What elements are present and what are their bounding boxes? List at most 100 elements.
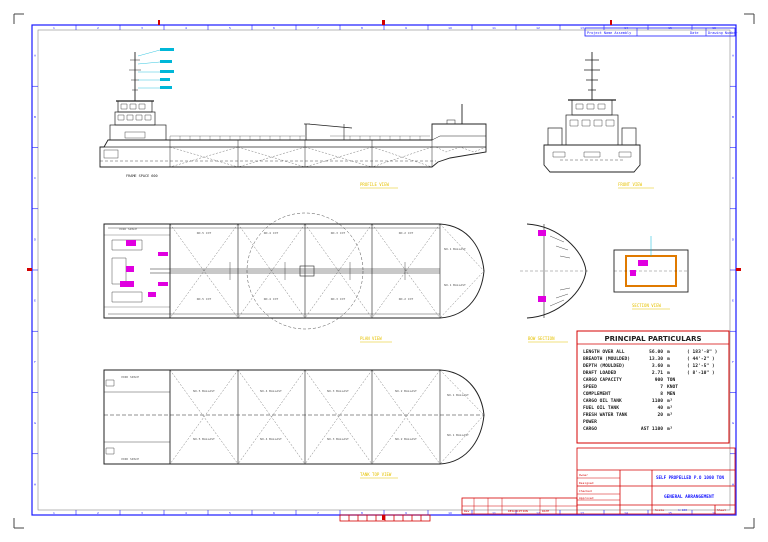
cargo-tank-label: NO.4 COT xyxy=(264,231,279,235)
cargo-tank-label: NO.5 COT xyxy=(197,231,212,235)
particular-label: CARGO OIL TANK xyxy=(583,398,622,404)
crop-marks xyxy=(13,13,755,529)
border-number-top: 8 xyxy=(361,26,363,30)
ballast-tank-label: NO.5 BALLAST xyxy=(193,389,215,393)
void-space-label: VOID SPACE xyxy=(121,375,139,379)
ballast-tank-label: NO.2 BALLAST xyxy=(395,389,417,393)
border-number-top: 7 xyxy=(317,26,319,30)
border-letter-right: D xyxy=(732,237,735,241)
particular-value: 900 xyxy=(655,377,664,383)
particular-label: LENGTH OVER ALL xyxy=(583,349,625,355)
ballast-tank-label: NO.1 BALLAST xyxy=(447,393,469,397)
section-view xyxy=(613,236,689,293)
border-number-bottom: 13 xyxy=(580,511,584,515)
particular-unit: KNOT xyxy=(667,384,678,390)
ballast-tank-label: NO.2 BALLAST xyxy=(395,437,417,441)
bow-caption: BOW SECTION xyxy=(528,336,555,341)
border-number-top: 5 xyxy=(229,26,231,30)
border-letter-right: G xyxy=(732,421,735,425)
border-number-bottom: 5 xyxy=(229,511,231,515)
title-block-text: SELF PROPELLED P.O 1000 TON GENERAL ARRA… xyxy=(464,473,726,513)
border-ticks: 1122334455667788991010111112121313141415… xyxy=(32,25,736,515)
revision-label: Rev xyxy=(464,509,470,513)
border-letter-right: C xyxy=(732,176,734,180)
border-letter-left: F xyxy=(34,360,36,364)
cargo-tank-label: NO.3 COT xyxy=(331,231,346,235)
ballast-tank-label: NO.3 BALLAST xyxy=(327,437,349,441)
border-number-top: 6 xyxy=(273,26,275,30)
particular-value: 40 xyxy=(657,405,663,411)
particular-label: DRAFT LOADED xyxy=(583,370,616,376)
ballast-tank-label: NO.3 BALLAST xyxy=(327,389,349,393)
particular-value: 20 xyxy=(657,412,663,418)
strip-date-label: Date xyxy=(690,31,698,35)
tank-top-labels: NO.5 BALLAST NO.5 BALLAST NO.4 BALLAST NO.4… xyxy=(121,375,469,461)
particular-label: SPEED xyxy=(583,384,597,390)
front-view xyxy=(543,52,641,173)
border-number-bottom: 3 xyxy=(141,511,143,515)
front-caption: FRONT VIEW xyxy=(618,182,643,187)
tank-top-view xyxy=(103,369,485,465)
center-marks xyxy=(27,20,741,520)
cargo-tank-label: NO.3 COT xyxy=(331,297,346,301)
particular-label: BREADTH (MOULDED) xyxy=(583,356,630,362)
bow-section-view xyxy=(520,223,590,319)
strip-drawing-label: Drawing Number xyxy=(708,31,738,35)
border-number-top: 1 xyxy=(53,26,55,30)
particular-label: COMPLEMENT xyxy=(583,391,611,397)
border-letter-left: E xyxy=(34,299,36,303)
section-caption: SECTION VIEW xyxy=(632,303,661,308)
particular-unit: m³ xyxy=(667,412,673,418)
border-number-bottom: 2 xyxy=(97,511,99,515)
particular-unit: m³ xyxy=(667,398,673,404)
particular-label: DEPTH (MOULDED) xyxy=(583,363,625,369)
title-strip: Project Name Assembly Date Drawing Numbe… xyxy=(584,27,738,37)
cargo-tank-label: NO.5 COT xyxy=(197,297,212,301)
border-number-top: 10 xyxy=(448,26,452,30)
particular-imperial: ( 183'-8" ) xyxy=(687,349,717,355)
scale-value: 1:100 xyxy=(678,508,687,512)
owner-label: Owner xyxy=(579,473,588,477)
border-number-bottom: 14 xyxy=(624,511,628,515)
date-label: DATE xyxy=(542,509,549,513)
frame-space-label: FRAME SPACE 600 xyxy=(126,174,158,178)
mast-annotations xyxy=(137,48,174,89)
ballast-tank-label: NO.1 BALLAST xyxy=(447,433,469,437)
border-number-bottom: 4 xyxy=(185,511,187,515)
border-letter-left: A xyxy=(34,54,37,58)
particular-unit: m xyxy=(667,357,670,362)
border-letter-right: E xyxy=(732,299,734,303)
border-number-bottom: 8 xyxy=(361,511,363,515)
particular-value: 7 xyxy=(660,384,663,390)
particular-label: FUEL OIL TANK xyxy=(583,405,619,411)
border-number-bottom: 11 xyxy=(492,511,496,515)
border-number-top: 4 xyxy=(185,26,187,30)
particular-value: 1100 xyxy=(652,398,663,404)
designed-label: Designed xyxy=(579,481,594,485)
border-number-bottom: 6 xyxy=(273,511,275,515)
scale-label: Scale xyxy=(655,508,664,512)
scale-strip xyxy=(339,514,431,522)
title-block xyxy=(461,447,736,515)
particular-value: 8 xyxy=(660,391,663,397)
particular-unit: m xyxy=(667,364,670,369)
ballast-tank-label: NO.4 BALLAST xyxy=(260,437,282,441)
particular-imperial: ( 44'-2" ) xyxy=(687,356,715,362)
ballast-tank-label: NO.5 BALLAST xyxy=(193,437,215,441)
particular-unit: MEN xyxy=(667,391,676,397)
profile-caption: PROFILE VIEW xyxy=(360,182,389,187)
ballast-tank-label: NO.4 BALLAST xyxy=(260,389,282,393)
description-label: DESCRIPTION xyxy=(508,509,528,513)
cargo-tank-label: NO.4 COT xyxy=(264,297,279,301)
particular-unit: m³ xyxy=(667,405,673,411)
border-number-bottom: 16 xyxy=(712,511,716,515)
border-letter-right: H xyxy=(732,482,734,486)
particular-unit: m³ xyxy=(667,426,673,432)
project-title: SELF PROPELLED P.O 1000 TON xyxy=(656,475,725,480)
particular-unit: TON xyxy=(667,377,676,383)
border-number-bottom: 15 xyxy=(668,511,672,515)
border-letter-right: A xyxy=(732,54,735,58)
particular-unit: m xyxy=(667,350,670,355)
